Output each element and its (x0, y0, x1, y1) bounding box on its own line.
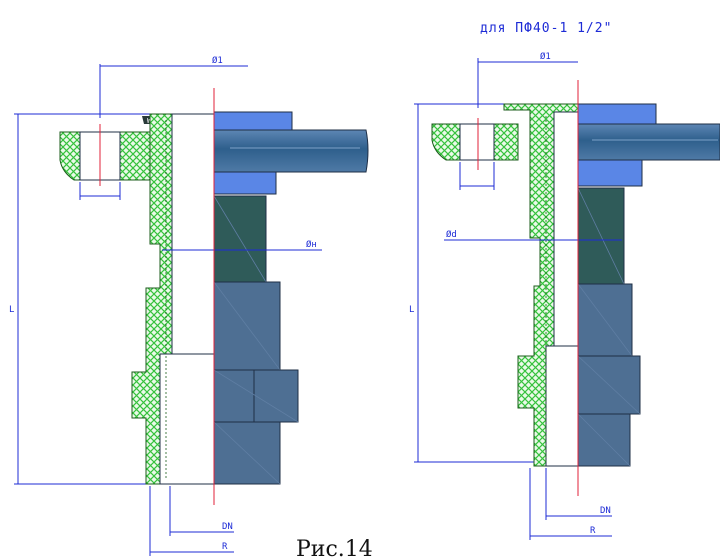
left-dim-L-label: L (9, 305, 14, 315)
left-horizontal-pipe (213, 129, 369, 173)
figure-caption: Рис.14 (296, 537, 373, 559)
right-dim-d1-label: Ø1 (540, 51, 551, 62)
right-bore-upper (553, 111, 579, 347)
left-dim-R-label: R (222, 542, 228, 552)
left-cap-top (213, 111, 293, 131)
left-dim-DN-label: DN (222, 522, 233, 532)
right-cap-bottom (577, 159, 643, 187)
left-bore-lower (159, 353, 215, 485)
right-view: L Ø1 Ød (409, 51, 720, 540)
left-cap-bottom (213, 171, 277, 195)
right-cap-top (577, 103, 657, 125)
right-dim-DN-label: DN (600, 506, 611, 516)
right-horizontal-pipe (577, 123, 720, 161)
left-bore-upper (171, 113, 215, 355)
right-bore-lower (545, 345, 579, 467)
right-dim-L-label: L (409, 305, 414, 315)
header-note: для ПФ40-1 1/2" (480, 21, 612, 36)
right-dim-R-label: R (590, 526, 596, 536)
right-bolt-hole (459, 123, 495, 161)
left-dim-dn-label: Øн (306, 239, 317, 250)
left-view: L Ø1 W (9, 55, 369, 556)
right-dim-d-label: Ød (446, 229, 457, 240)
left-dim-d1-label: Ø1 (212, 55, 223, 66)
